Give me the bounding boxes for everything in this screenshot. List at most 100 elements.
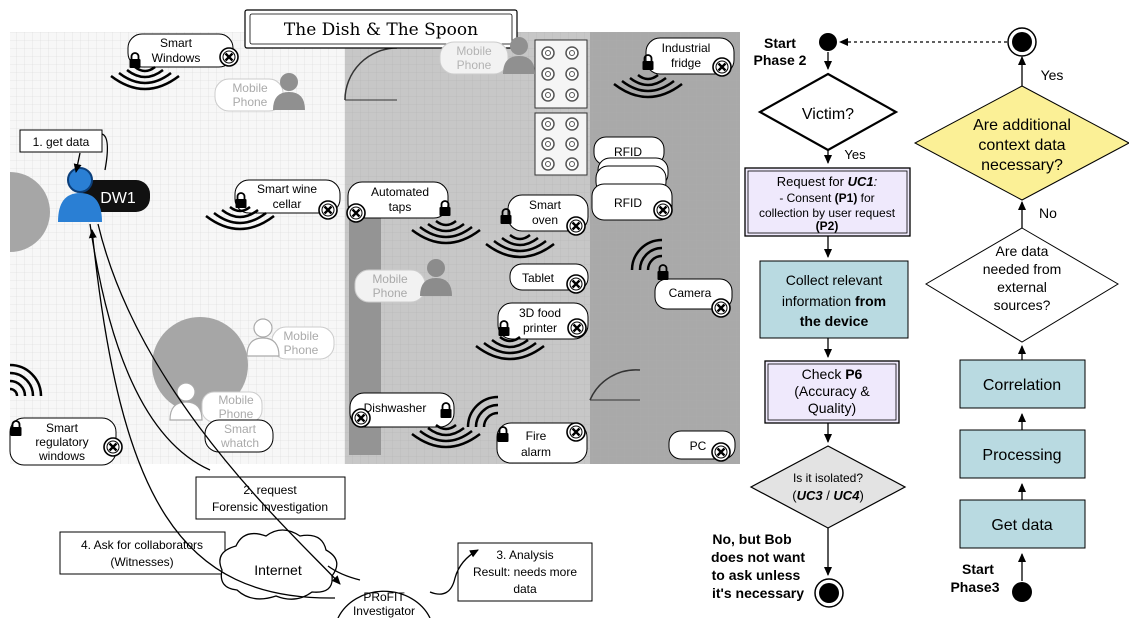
svg-text:Yes: Yes: [1041, 67, 1064, 83]
svg-text:Phone: Phone: [233, 95, 268, 109]
svg-text:RFID: RFID: [614, 145, 642, 159]
svg-text:No: No: [1039, 205, 1057, 221]
svg-text:1. get data: 1. get data: [33, 135, 90, 149]
svg-text:needed from: needed from: [983, 261, 1062, 277]
svg-text:Yes: Yes: [844, 147, 866, 162]
svg-text:Request for UC1:: Request for UC1:: [777, 174, 878, 189]
svg-text:Mobile: Mobile: [283, 329, 319, 343]
request-uc1-box: [744, 167, 911, 237]
svg-text:Phone: Phone: [219, 407, 254, 421]
check-p6-box: [764, 360, 900, 424]
svg-text:Phone: Phone: [373, 286, 408, 300]
isolated-decision: [749, 445, 907, 529]
page-title: The Dish & The Spoon: [284, 20, 478, 40]
svg-text:printer: printer: [523, 321, 557, 335]
processing-box: [959, 429, 1086, 479]
svg-text:regulatory: regulatory: [35, 435, 88, 449]
svg-text:necessary?: necessary?: [981, 157, 1063, 174]
svg-text:collection by user request: collection by user request: [759, 206, 896, 220]
phase3-start-node: [1012, 582, 1032, 602]
svg-text:Industrial: Industrial: [662, 41, 711, 55]
svg-text:fridge: fridge: [671, 56, 701, 70]
svg-text:Smart: Smart: [46, 421, 79, 435]
device-smart-oven: Smart oven: [484, 194, 589, 259]
svg-text:(UC3 / UC4): (UC3 / UC4): [792, 488, 864, 503]
mobile-phone-3: Mobile Phone: [354, 259, 452, 303]
svg-text:Start: Start: [962, 561, 994, 577]
device-3d-food-printer: 3D food printer: [474, 302, 589, 361]
svg-text:DW1: DW1: [100, 190, 136, 207]
close-icon: [710, 441, 732, 463]
step-request: 2. request Forensic investigation: [195, 476, 346, 520]
svg-text:taps: taps: [389, 200, 412, 214]
svg-text:RFID: RFID: [614, 196, 642, 210]
svg-text:No, but Bob: No, but Bob: [712, 531, 791, 547]
device-pc: PC: [668, 430, 736, 463]
close-icon: [710, 297, 732, 319]
svg-text:Mobile: Mobile: [232, 81, 268, 95]
close-icon: [345, 202, 367, 224]
phase2-flowchart: Start Phase 2 Victim? Yes Request for UC…: [711, 33, 1007, 608]
svg-text:Smart: Smart: [224, 422, 257, 436]
svg-text:Victim?: Victim?: [802, 106, 854, 123]
svg-text:Smart: Smart: [529, 198, 562, 212]
dw1-user: DW1: [58, 167, 150, 222]
svg-text:Phase 2: Phase 2: [754, 52, 807, 68]
svg-text:Mobile: Mobile: [456, 44, 492, 58]
svg-text:external: external: [997, 279, 1047, 295]
svg-text:Start: Start: [764, 35, 796, 51]
svg-text:windows: windows: [38, 449, 85, 463]
device-rfid-2: RFID: [591, 183, 674, 221]
investigator: PRoFIT Investigator: [337, 590, 431, 618]
svg-text:Camera: Camera: [669, 286, 712, 300]
close-icon: [565, 421, 587, 443]
close-icon: [652, 199, 674, 221]
svg-text:Internet: Internet: [254, 562, 302, 578]
svg-text:4. Ask for collaborators: 4. Ask for collaborators: [81, 538, 203, 552]
close-icon: [350, 407, 372, 429]
close-icon: [711, 56, 733, 78]
svg-text:(Witnesses): (Witnesses): [110, 555, 173, 569]
svg-text:does not want: does not want: [711, 549, 805, 565]
svg-text:2. request: 2. request: [243, 483, 297, 497]
svg-text:Investigator: Investigator: [353, 604, 415, 618]
internet-cloud: Internet: [219, 529, 338, 600]
svg-text:Windows: Windows: [152, 51, 201, 65]
title-plaque: The Dish & The Spoon: [244, 9, 518, 49]
svg-text:Dishwasher: Dishwasher: [364, 401, 427, 415]
oven-rack: [534, 39, 588, 176]
svg-text:Automated: Automated: [371, 185, 429, 199]
device-smart-windows: Smart Windows: [109, 33, 240, 91]
close-icon: [102, 436, 124, 458]
close-icon: [565, 273, 587, 295]
svg-text:Correlation: Correlation: [983, 377, 1061, 394]
svg-text:- Consent (P1) for: - Consent (P1) for: [779, 191, 874, 205]
device-automated-taps: Automated taps: [345, 181, 482, 245]
close-icon: [218, 46, 240, 68]
svg-text:Fire: Fire: [526, 429, 547, 443]
svg-text:Are data: Are data: [996, 243, 1049, 259]
device-smart-whatch: Smart whatch: [204, 419, 274, 453]
svg-text:it's necessary: it's necessary: [712, 585, 804, 601]
mobile-phone-4: Mobile Phone: [246, 318, 335, 360]
svg-text:(Accuracy &: (Accuracy &: [794, 383, 870, 399]
device-dishwasher: Dishwasher: [349, 392, 482, 449]
collect-info-box: [759, 260, 909, 339]
svg-text:sources?: sources?: [994, 297, 1051, 313]
device-camera: Camera: [630, 238, 733, 319]
mobile-phone-5: Mobile Phone: [169, 382, 263, 423]
svg-text:3D food: 3D food: [519, 306, 561, 320]
svg-text:Smart: Smart: [160, 36, 193, 50]
step-get-data: 1. get data: [19, 129, 109, 173]
svg-text:Result: needs more: Result: needs more: [473, 565, 577, 579]
get-data-box: [959, 499, 1086, 549]
external-sources-decision: [925, 227, 1119, 343]
svg-text:PRoFIT: PRoFIT: [363, 590, 405, 604]
svg-text:3. Analysis: 3. Analysis: [496, 548, 553, 562]
phase2-start-node: [819, 33, 837, 51]
svg-text:to ask unless: to ask unless: [712, 567, 801, 583]
svg-text:Processing: Processing: [982, 447, 1061, 464]
svg-text:(P2): (P2): [816, 219, 839, 233]
mobile-phone-2: Mobile Phone: [439, 37, 535, 75]
svg-text:data: data: [513, 582, 537, 596]
